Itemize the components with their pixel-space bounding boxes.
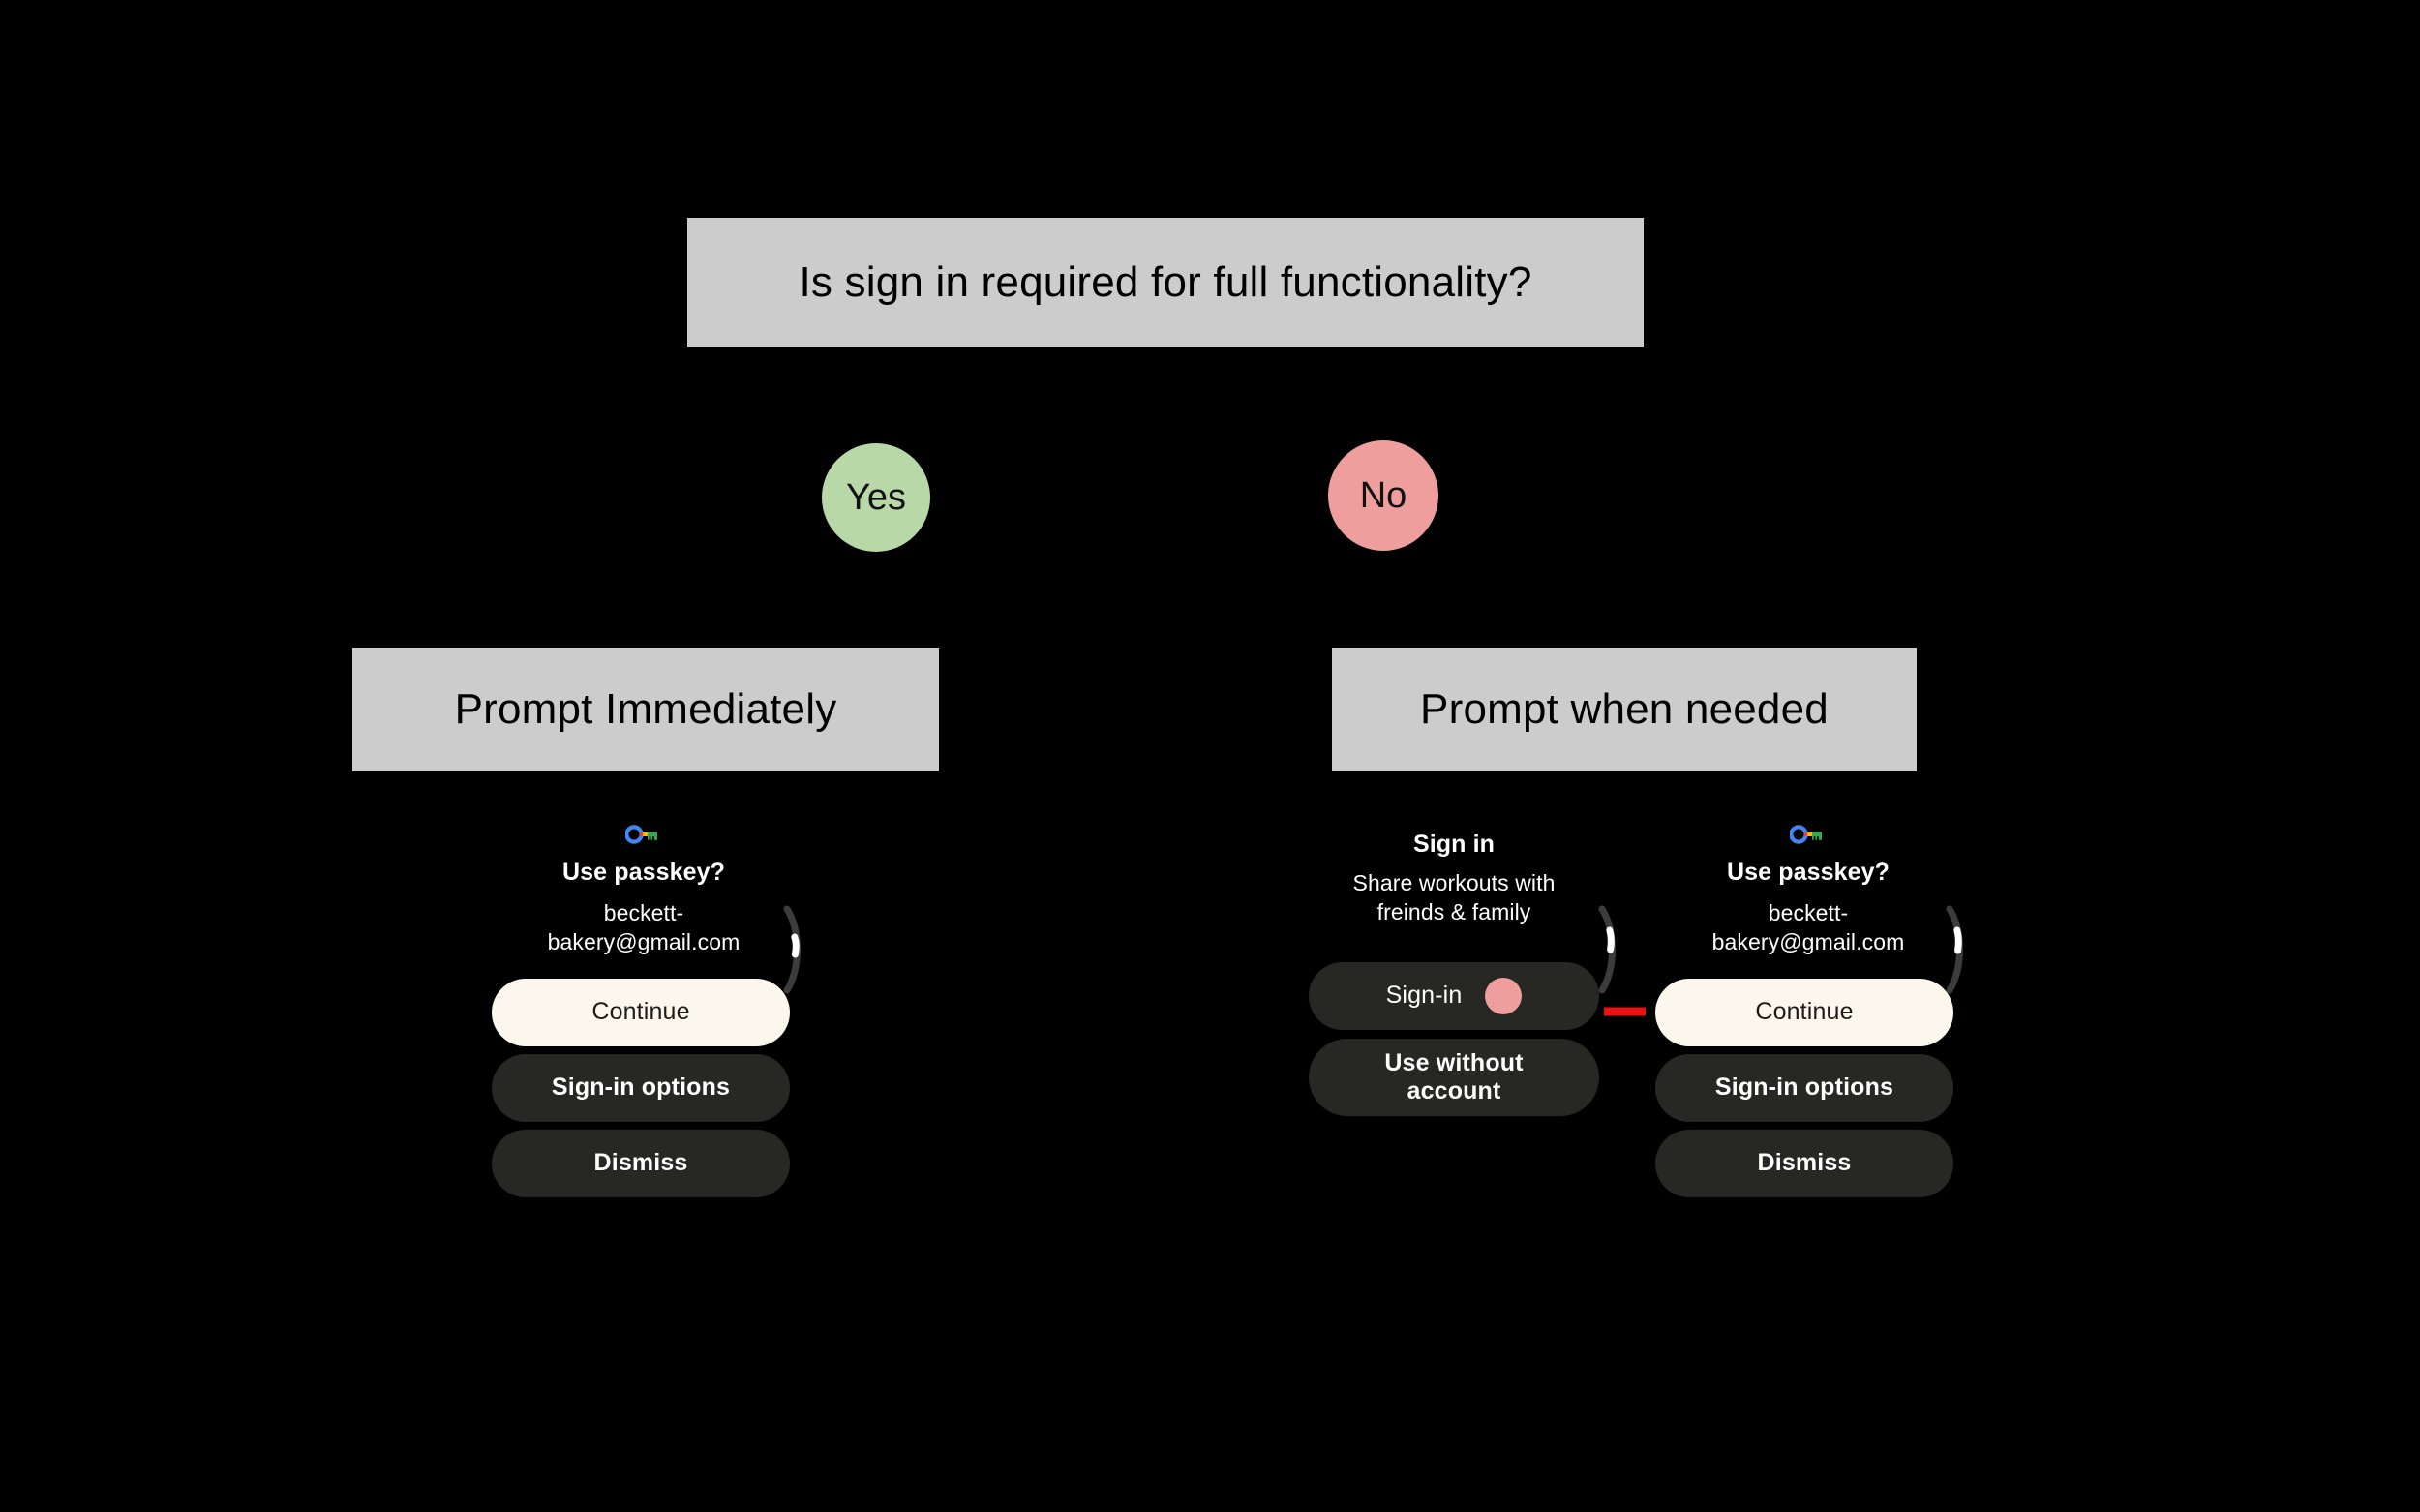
scroll-indicator[interactable] bbox=[1594, 905, 1627, 994]
screen-subtitle: beckett-bakery@gmail.com bbox=[1711, 900, 1905, 955]
signin-screen-title: Sign in bbox=[1412, 831, 1496, 858]
dismiss-button[interactable]: Dismiss bbox=[492, 1130, 790, 1197]
scroll-indicator[interactable] bbox=[779, 905, 812, 994]
edge-yes-drop bbox=[646, 598, 649, 648]
edge-no-elbow bbox=[1382, 597, 1624, 600]
signin-button-label: Sign-in bbox=[1385, 982, 1463, 1010]
edge-no-to-prompt-when-needed bbox=[1382, 551, 1385, 599]
edge-split-horizontal bbox=[874, 391, 1382, 394]
screen-title: Use passkey? bbox=[562, 859, 725, 886]
edge-yes-to-prompt-immediately bbox=[874, 552, 877, 600]
edge-title-to-split bbox=[1165, 347, 1167, 393]
scroll-indicator[interactable] bbox=[1942, 905, 1975, 994]
continue-button[interactable]: Continue bbox=[1655, 979, 1953, 1046]
outcome-node-prompt-immediately: Prompt Immediately bbox=[352, 648, 939, 771]
accent-dot-icon bbox=[1485, 978, 1523, 1014]
signin-screen-subtitle: Share workouts with freinds & family bbox=[1352, 870, 1556, 925]
branch-label-yes: Yes bbox=[822, 443, 930, 552]
signin-options-button[interactable]: Sign-in options bbox=[492, 1054, 790, 1122]
outcome-node-prompt-when-needed: Prompt when needed bbox=[1332, 648, 1917, 771]
dismiss-button[interactable]: Dismiss bbox=[1655, 1130, 1953, 1197]
edge-split-to-yes bbox=[874, 391, 877, 445]
watch-screen-signin: Sign in Share workouts with freinds & fa… bbox=[1309, 808, 1643, 1321]
watch-screen-left-passkey: Use passkey? beckett-bakery@gmail.com Co… bbox=[474, 808, 813, 1321]
use-without-account-button[interactable]: Use without account bbox=[1309, 1039, 1599, 1116]
watch-screen-right-passkey: Use passkey? beckett-bakery@gmail.com Co… bbox=[1646, 808, 1984, 1321]
question-node: Is sign in required for full functionali… bbox=[687, 218, 1644, 347]
continue-button[interactable]: Continue bbox=[492, 979, 790, 1046]
screen-subtitle: beckett-bakery@gmail.com bbox=[547, 900, 741, 955]
signin-button[interactable]: Sign-in bbox=[1309, 962, 1599, 1030]
google-passkey-icon bbox=[625, 824, 662, 845]
edge-yes-elbow bbox=[646, 598, 877, 601]
edge-split-to-no bbox=[1382, 391, 1385, 441]
google-passkey-icon bbox=[1790, 824, 1827, 845]
signin-options-button[interactable]: Sign-in options bbox=[1655, 1054, 1953, 1122]
branch-label-no: No bbox=[1328, 440, 1438, 551]
edge-no-drop bbox=[1621, 597, 1624, 648]
screen-title: Use passkey? bbox=[1727, 859, 1890, 886]
